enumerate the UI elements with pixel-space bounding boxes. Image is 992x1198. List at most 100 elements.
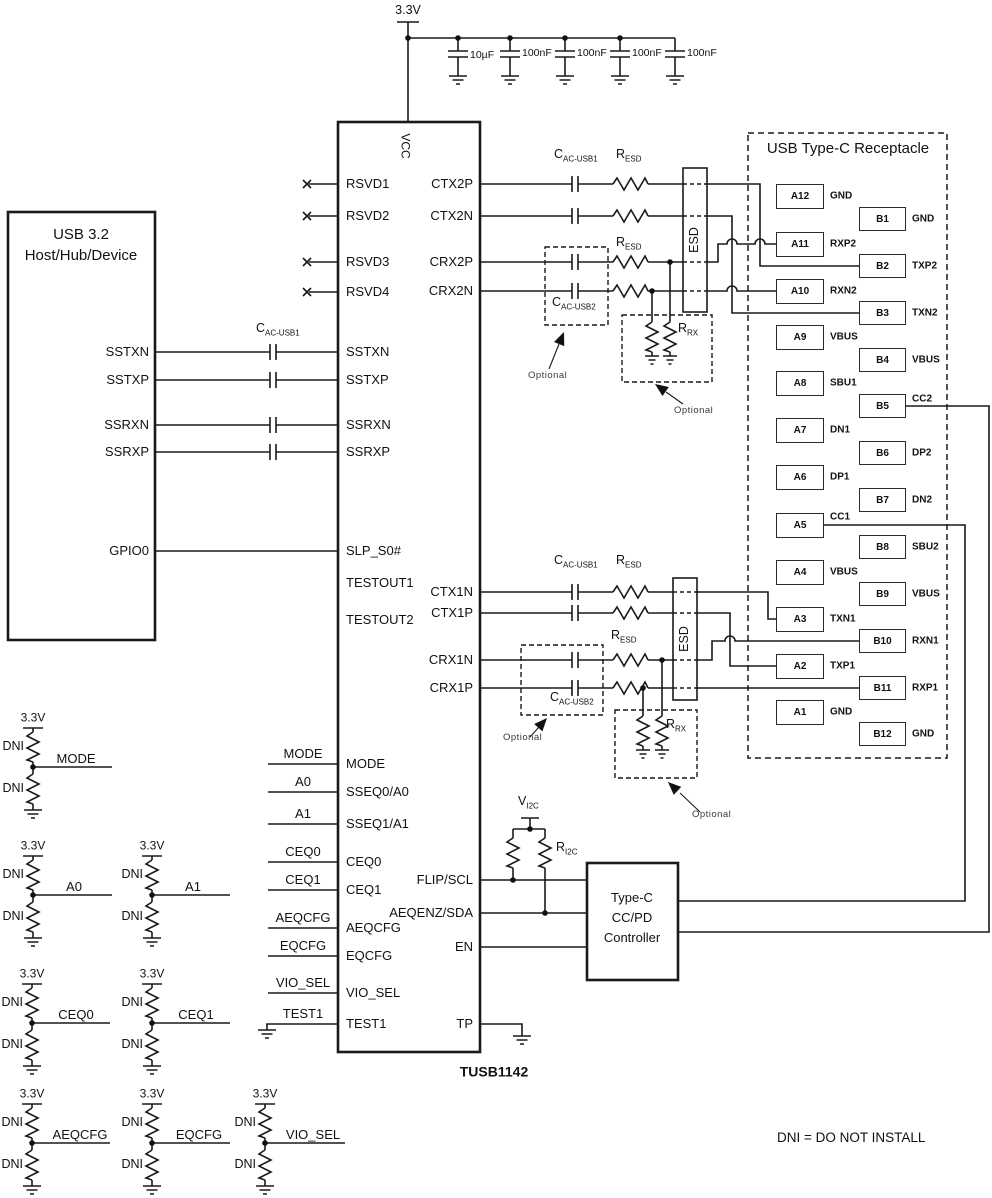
dni-net-mode: MODE	[56, 750, 96, 766]
stub-a0: A0	[295, 773, 311, 789]
ri2c-label: RI2C	[556, 840, 578, 857]
net-b5: CC2	[912, 393, 933, 405]
block-outlines	[6, 120, 680, 1054]
resd-ch2-mid-label: RESD	[616, 235, 642, 252]
dni1-3v3: 3.3V	[20, 710, 46, 725]
host-wires	[155, 344, 338, 552]
net-b6: DP2	[912, 447, 932, 459]
chip-pin-sstxn: SSTXN	[346, 343, 390, 359]
i2c-wires	[480, 817, 587, 948]
pin-b3: B3	[859, 301, 906, 325]
optional-boxes	[520, 246, 713, 779]
pin-b2: B2	[859, 254, 906, 278]
dni-label: DNI	[2, 739, 24, 754]
net-a7: DN1	[830, 424, 851, 436]
chip-pin-ssrxn: SSRXN	[346, 416, 391, 432]
pin-a8: A8	[776, 371, 824, 396]
dni-label: DNI	[2, 781, 24, 796]
dni-label: DNI	[121, 867, 143, 882]
net-a1: GND	[830, 706, 853, 718]
resd-ch2-top-label: RESD	[616, 147, 642, 164]
pin-a9: A9	[776, 325, 824, 350]
pin-a7: A7	[776, 418, 824, 443]
dni-net-vio-sel: VIO_SEL	[285, 1126, 341, 1142]
junction-dots	[29, 35, 673, 1146]
net-a5: CC1	[830, 511, 851, 523]
controller-line3: Controller	[603, 929, 661, 945]
pin-a11: A11	[776, 232, 824, 257]
dni8-3v3: 3.3V	[252, 1086, 278, 1101]
chip-pin-crx2p: CRX2P	[429, 253, 473, 269]
host-pin-ssrxp: SSRXP	[104, 443, 149, 459]
net-b11: RXP1	[912, 682, 939, 694]
cac-usb2-ch2-label: CAC-USB2	[552, 295, 596, 312]
optional-note-ch2-cap: Optional	[528, 370, 568, 381]
power-rail	[397, 21, 685, 122]
chip-pin-crx1p: CRX1P	[429, 679, 473, 695]
optional-note-ch1-rrx: Optional	[692, 809, 732, 820]
stub-eqcfg: EQCFG	[279, 937, 327, 953]
cc-wires	[678, 405, 990, 933]
dni-net-ceq0: CEQ0	[58, 1006, 94, 1022]
chip-pin-ctx1p: CTX1P	[431, 604, 473, 620]
rsvd-stubs	[302, 179, 338, 297]
chip-pin-testout2: TESTOUT2	[346, 611, 414, 627]
pin-b6: B6	[859, 441, 906, 465]
host-pin-gpio0: GPIO0	[109, 542, 149, 558]
esd-blocks	[672, 167, 708, 701]
dni-networks	[22, 727, 345, 1195]
host-title-line1: USB 3.2	[53, 226, 109, 243]
net-b4: VBUS	[912, 354, 940, 366]
channel1-wires	[480, 584, 859, 759]
chip-pin-ctx2n: CTX2N	[430, 207, 473, 223]
stub-ceq0: CEQ0	[285, 843, 321, 859]
chip-pin-vio-sel: VIO_SEL	[346, 984, 401, 1000]
rrx-ch1-label: RRX	[666, 717, 687, 734]
chip-pin-eqcfg: EQCFG	[346, 947, 393, 963]
chip-pin-tp: TP	[456, 1015, 473, 1031]
dni-label: DNI	[1, 995, 23, 1010]
misc-wires	[258, 1023, 531, 1045]
cac-usb1-host-label: CAC-USB1	[256, 321, 300, 338]
resd-ch1-mid-label: RESD	[611, 628, 637, 645]
net-a8: SBU1	[830, 377, 857, 389]
host-outline	[6, 210, 157, 642]
cap-value: 100nF	[632, 47, 662, 59]
pin-b11: B11	[859, 676, 906, 700]
net-a6: DP1	[830, 471, 850, 483]
vi2c-label: VI2C	[518, 794, 539, 811]
net-b3: TXN2	[912, 307, 938, 319]
net-a10: RXN2	[830, 285, 857, 297]
dni-label: DNI	[121, 1037, 143, 1052]
net-b9: VBUS	[912, 588, 940, 600]
config-stubs	[268, 763, 338, 994]
net-a4: VBUS	[830, 566, 858, 578]
chip-pin-aeqenz-sda: AEQENZ/SDA	[389, 904, 473, 920]
pin-b12: B12	[859, 722, 906, 746]
dni-label: DNI	[121, 909, 143, 924]
dni-net-ceq1: CEQ1	[178, 1006, 214, 1022]
dni6-3v3: 3.3V	[19, 1086, 45, 1101]
host-pin-sstxn: SSTXN	[105, 343, 149, 359]
dni-label: DNI	[2, 867, 24, 882]
chip-pin-sseq0: SSEQ0/A0	[346, 783, 409, 799]
chip-pin-ctx1n: CTX1N	[430, 583, 473, 599]
net-a12: GND	[830, 190, 853, 202]
dni-label: DNI	[121, 1115, 143, 1130]
host-pin-ssrxn: SSRXN	[104, 416, 149, 432]
dni-label: DNI	[2, 909, 24, 924]
pin-a1: A1	[776, 700, 824, 725]
controller-line2: CC/PD	[611, 909, 653, 925]
chip-pin-rsvd3: RSVD3	[346, 253, 390, 269]
net-b10: RXN1	[912, 635, 939, 647]
dni-label: DNI	[121, 995, 143, 1010]
cap-value: 100nF	[577, 47, 607, 59]
dni-label: DNI	[1, 1115, 23, 1130]
resd-ch1-top-label: RESD	[616, 553, 642, 570]
pin-a5: A5	[776, 513, 824, 538]
cac-usb1-ch1-label: CAC-USB1	[554, 553, 598, 570]
optional-note-ch1-cap: Optional	[503, 732, 543, 743]
host-title-line2: Host/Hub/Device	[24, 247, 138, 264]
dni-label: DNI	[1, 1037, 23, 1052]
vcc-pin-label: VCC	[398, 133, 413, 159]
